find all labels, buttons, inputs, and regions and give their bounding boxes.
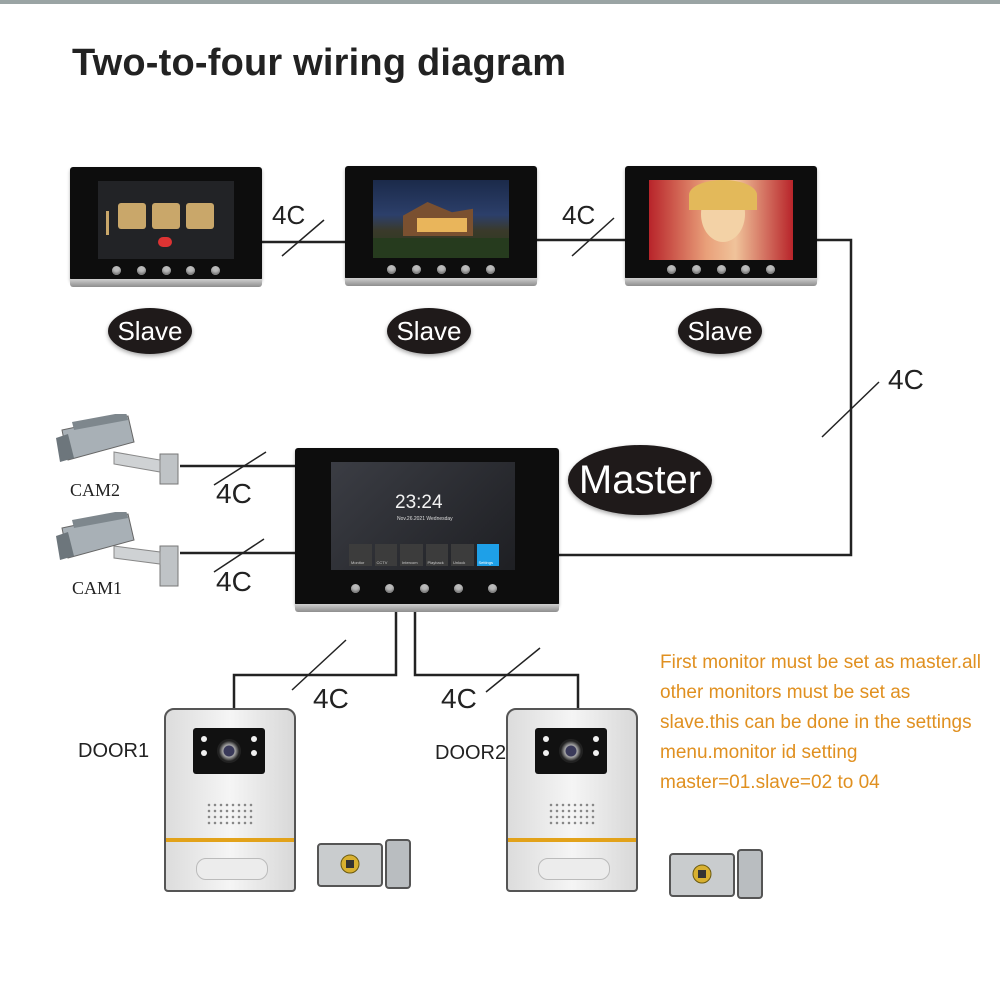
menu-unlock: Unlock [451, 544, 474, 566]
wire-master-door1 [232, 608, 398, 712]
door2-lock-icon [669, 849, 763, 899]
monitor-buttons [351, 584, 497, 593]
cam2-icon [56, 414, 179, 485]
monitor-buttons [387, 265, 495, 274]
cable-label: 4C [313, 683, 349, 714]
door1-label: DOOR1 [78, 740, 150, 762]
master-date: Nov.26.2021 Wednesday [397, 516, 453, 522]
slave-badge-1: Slave [108, 308, 192, 354]
cam2-label: CAM2 [70, 480, 121, 500]
cable-slash [291, 639, 347, 691]
menu-monitor: Monitor [349, 544, 372, 566]
cable-label: 4C [888, 364, 924, 395]
wire-master-door2 [413, 608, 580, 712]
page-title: Two-to-four wiring diagram [72, 42, 567, 84]
master-monitor-screen: 23:24 Nov.26.2021 Wednesday Monitor CCTV… [331, 462, 515, 570]
door2-label: DOOR2 [435, 742, 507, 764]
cable-slash [485, 647, 541, 693]
wire-slave3-master [559, 238, 853, 557]
slave-badge-2: Slave [387, 308, 471, 354]
door2-station [506, 708, 638, 892]
cable-slash [571, 217, 615, 257]
slave-monitor-3 [625, 166, 817, 286]
slave-monitor-2 [345, 166, 537, 286]
cable-label: 4C [216, 566, 252, 597]
top-border [0, 0, 1000, 4]
master-menu: Monitor CCTV Intercom Playback Unlock Se… [349, 544, 499, 566]
slave-monitor-2-screen [373, 180, 509, 258]
menu-intercom: Intercom [400, 544, 423, 566]
cam1-icon [56, 512, 179, 587]
cam1-label: CAM1 [72, 578, 123, 598]
cable-slash [213, 538, 265, 573]
slave-badge-3: Slave [678, 308, 762, 354]
cable-slash [281, 219, 325, 257]
monitor-buttons [112, 266, 220, 275]
door1-lock-icon [317, 839, 411, 889]
master-badge: Master [568, 445, 712, 515]
cable-slash [213, 451, 267, 486]
master-clock: 23:24 [395, 492, 443, 513]
menu-settings: Settings [476, 544, 499, 566]
slave-monitor-1 [70, 167, 262, 287]
door2-call-button [538, 858, 610, 880]
menu-playback: Playback [425, 544, 448, 566]
master-monitor: 23:24 Nov.26.2021 Wednesday Monitor CCTV… [295, 448, 559, 612]
cable-label: 4C [562, 200, 596, 230]
slave-monitor-1-screen [98, 181, 234, 259]
menu-cctv: CCTV [374, 544, 397, 566]
setup-note: First monitor must be set as master.all … [660, 652, 981, 793]
door1-call-button [196, 858, 268, 880]
monitor-buttons [667, 265, 775, 274]
cable-slash [821, 381, 880, 438]
cable-label: 4C [272, 200, 306, 230]
cable-label: 4C [441, 683, 477, 714]
slave-monitor-3-screen [649, 180, 793, 260]
door1-station [164, 708, 296, 892]
cable-label: 4C [216, 478, 252, 509]
